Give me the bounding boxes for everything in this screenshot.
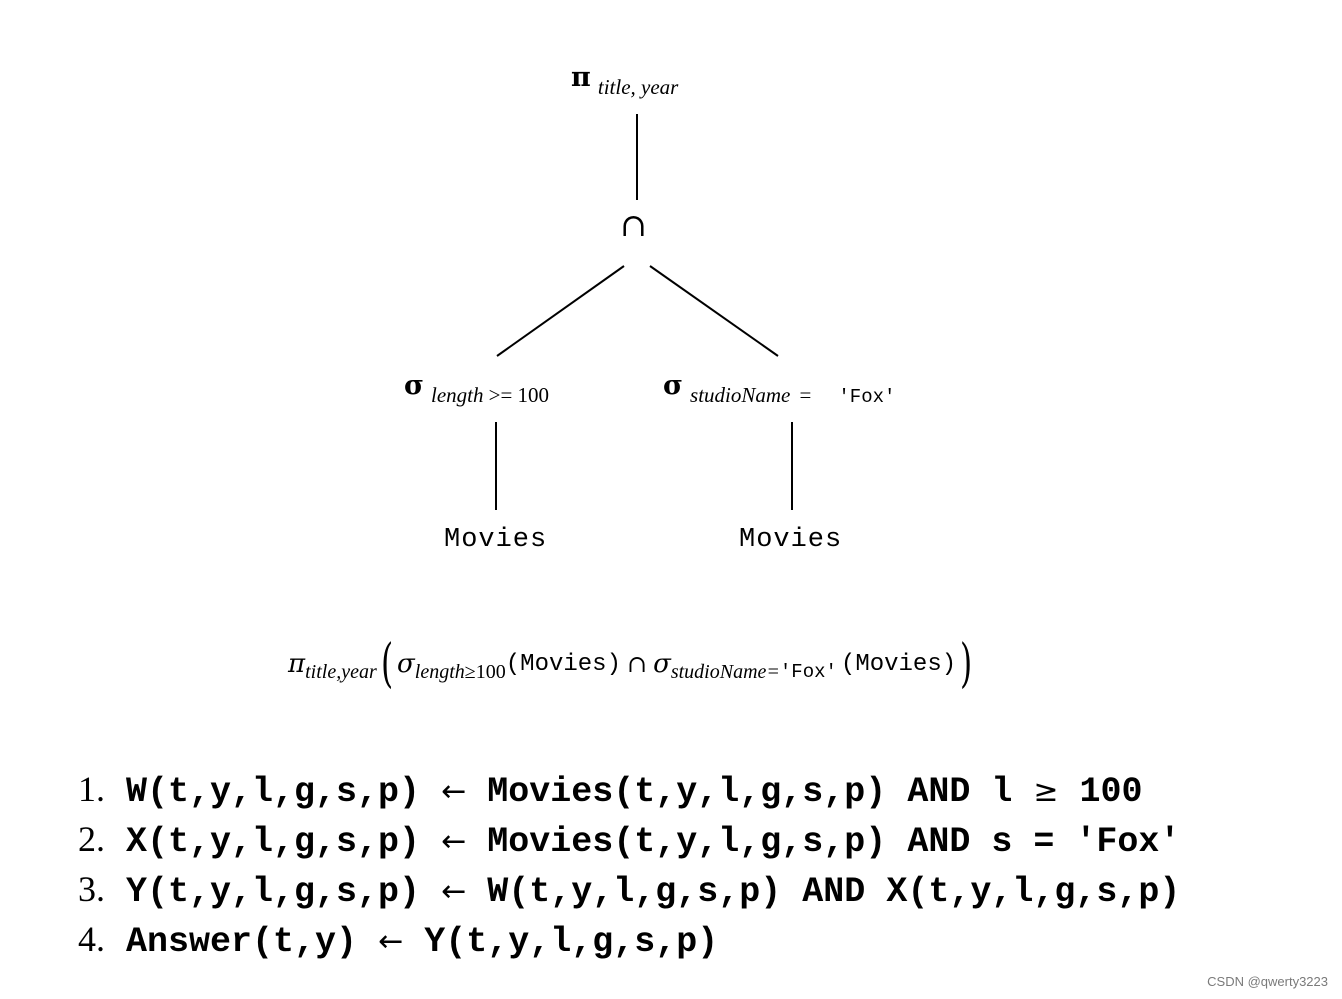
expr-sigma-1: σ — [397, 649, 415, 679]
left-leaf-movies: Movies — [444, 525, 548, 555]
rule-3-arrow: ← — [441, 874, 467, 909]
right-selection-node: σ studioName = 'Fox' — [663, 370, 895, 408]
edge-intersection-left — [496, 265, 625, 357]
rule-4-body: Y(t,y,l,g,s,p) — [424, 922, 719, 962]
relational-algebra-expression: π title,year ( σ length ≥100 (Movies) ∩ … — [288, 632, 976, 696]
rule-4-head: Answer(t,y) — [126, 922, 358, 962]
right-selection-value: 'Fox' — [838, 386, 896, 408]
right-selection-operator: = — [799, 383, 812, 407]
expr-sigma-1-attr: length — [414, 660, 465, 683]
left-selection-node: σ length >= 100 — [404, 370, 549, 407]
edge-intersection-right — [649, 265, 779, 357]
expr-sigma-2-value: 'Fox' — [779, 661, 837, 683]
rule-2-head: X(t,y,l,g,s,p) — [126, 822, 421, 862]
rule-3-head: Y(t,y,l,g,s,p) — [126, 872, 421, 912]
rule-3-body: W(t,y,l,g,s,p) AND X(t,y,l,g,s,p) — [487, 872, 1181, 912]
rule-4: 4. Answer(t,y) ← Y(t,y,l,g,s,p) — [78, 919, 719, 962]
expr-sigma-1-op: ≥100 — [464, 660, 506, 683]
expr-relation-2: (Movies) — [840, 650, 957, 678]
intersection-node: ∩ — [620, 206, 647, 244]
rule-2-body: Movies(t,y,l,g,s,p) AND s = 'Fox' — [487, 822, 1181, 862]
projection-subscript: title, year — [597, 75, 679, 99]
datalog-rules: 1. W(t,y,l,g,s,p) ← Movies(t,y,l,g,s,p) … — [78, 764, 1180, 964]
watermark: CSDN @qwerty3223 — [1207, 974, 1328, 989]
rule-1-value: 100 — [1079, 772, 1143, 812]
rule-1-geq: ≥ — [1033, 774, 1059, 809]
rule-2: 2. X(t,y,l,g,s,p) ← Movies(t,y,l,g,s,p) … — [78, 819, 1181, 862]
rule-1: 1. W(t,y,l,g,s,p) ← Movies(t,y,l,g,s,p) … — [78, 769, 1143, 812]
expr-sigma-2: σ — [653, 649, 671, 679]
expr-pi: π — [288, 649, 306, 679]
rule-1-body: Movies(t,y,l,g,s,p) AND l — [487, 772, 1013, 812]
right-selection-attribute: studioName — [690, 383, 791, 407]
expr-intersection: ∩ — [626, 650, 648, 678]
expr-pi-subscript: title,year — [305, 660, 377, 683]
left-selection-condition: >= 100 — [488, 383, 550, 407]
rule-1-head: W(t,y,l,g,s,p) — [126, 772, 421, 812]
expr-relation-1: (Movies) — [505, 650, 621, 678]
expr-close-paren: ) — [960, 634, 973, 694]
rule-4-arrow: ← — [378, 924, 404, 959]
projection-node: π title, year — [571, 62, 678, 99]
rule-3: 3. Y(t,y,l,g,s,p) ← W(t,y,l,g,s,p) AND X… — [78, 869, 1181, 912]
left-selection-attribute: length — [431, 383, 484, 407]
expr-open-paren: ( — [380, 634, 393, 694]
expr-sigma-2-attr: studioName= — [670, 660, 780, 683]
sigma-symbol-left: σ — [404, 370, 424, 401]
sigma-symbol-right: σ — [663, 370, 683, 401]
right-leaf-movies: Movies — [739, 525, 843, 555]
rule-1-arrow: ← — [441, 774, 467, 809]
pi-symbol: π — [571, 62, 591, 93]
rule-2-arrow: ← — [441, 824, 467, 859]
